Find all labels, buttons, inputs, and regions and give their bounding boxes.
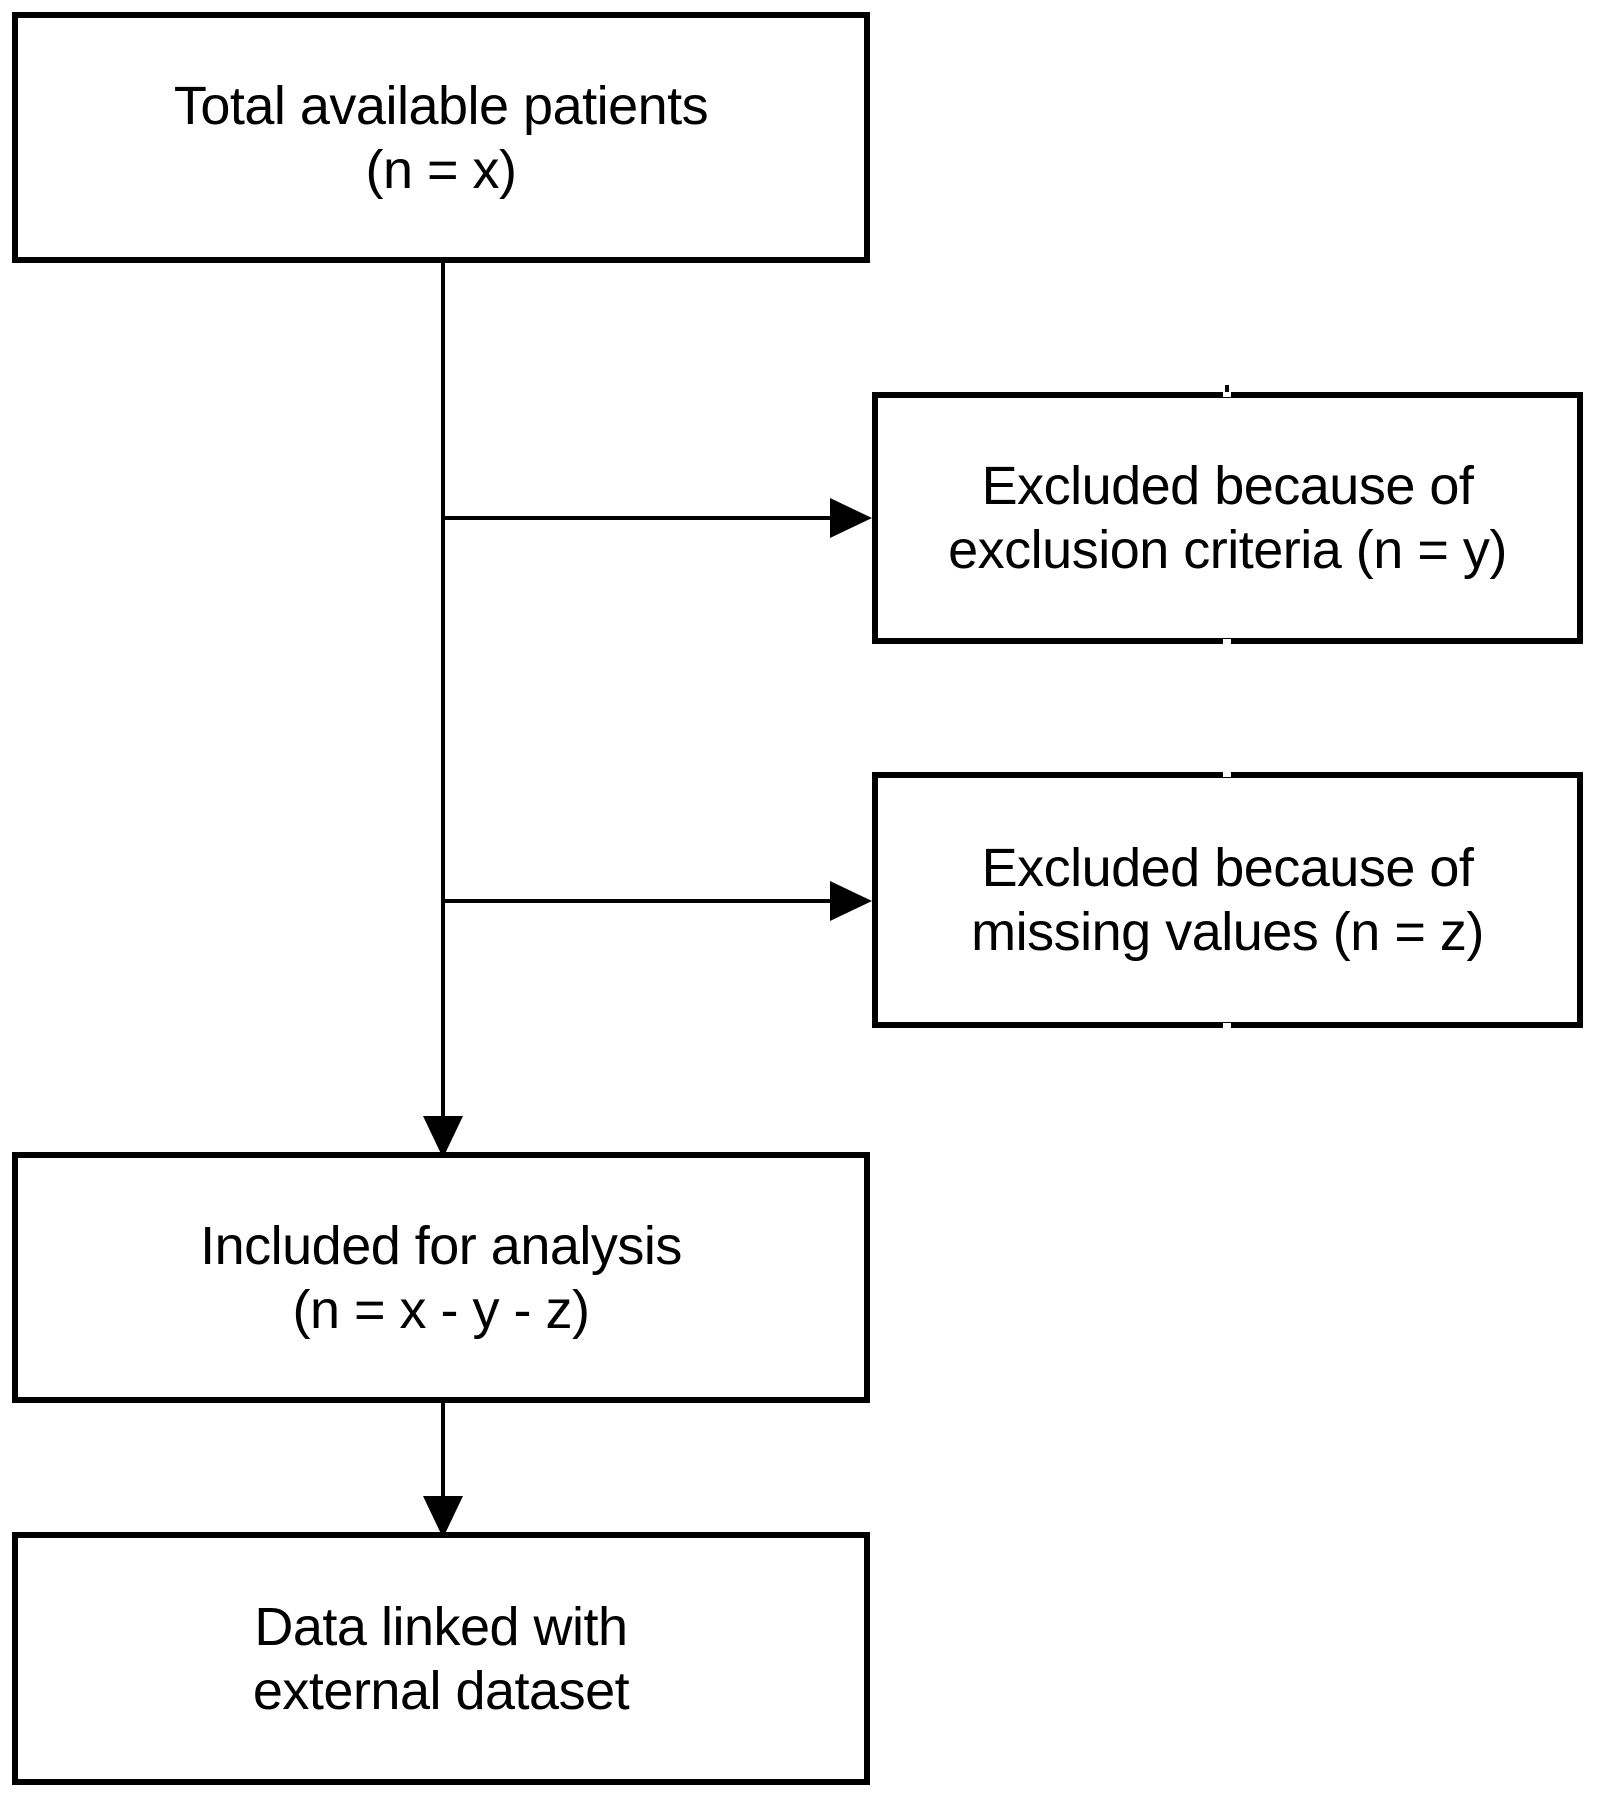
edge-branch-missing-values-line <box>443 899 833 903</box>
node-included-for-analysis: Included for analysis (n = x - y - z) <box>12 1152 870 1403</box>
node-total-available-patients-line1: Total available patients <box>173 75 709 136</box>
edge-total-to-included-line <box>441 263 445 1119</box>
node-included-for-analysis-line2: (n = x - y - z) <box>292 1279 590 1340</box>
border-notch-exclusion-criteria-top <box>1223 392 1231 397</box>
node-data-linked-external-dataset-line2: external dataset <box>252 1660 630 1721</box>
node-excluded-exclusion-criteria: Excluded because of exclusion criteria (… <box>872 392 1583 644</box>
node-total-available-patients: Total available patients (n = x) <box>12 12 870 263</box>
arrowhead-right-into-exclusion-criteria <box>830 498 872 538</box>
node-excluded-exclusion-criteria-line1: Excluded because of <box>981 456 1474 516</box>
node-excluded-missing-values: Excluded because of missing values (n = … <box>872 772 1583 1028</box>
edge-branch-exclusion-criteria-line <box>443 516 833 520</box>
edge-included-to-linked-line <box>441 1403 445 1499</box>
border-notch-missing-values-bottom <box>1223 1023 1231 1028</box>
node-excluded-exclusion-criteria-line2: exclusion criteria (n = y) <box>948 520 1507 580</box>
border-notch-exclusion-criteria-bottom <box>1223 639 1231 644</box>
node-data-linked-external-dataset: Data linked with external dataset <box>12 1532 870 1785</box>
node-excluded-missing-values-line2: missing values (n = z) <box>971 902 1484 962</box>
border-tick-exclusion-criteria-top <box>1225 385 1229 392</box>
arrowhead-down-into-linked <box>423 1496 463 1538</box>
arrowhead-right-into-missing-values <box>830 881 872 921</box>
node-data-linked-external-dataset-line1: Data linked with <box>254 1596 628 1657</box>
node-total-available-patients-line2: (n = x) <box>365 139 517 200</box>
node-excluded-missing-values-line1: Excluded because of <box>981 838 1474 898</box>
node-included-for-analysis-line1: Included for analysis <box>200 1215 682 1276</box>
arrowhead-down-into-included <box>423 1116 463 1158</box>
border-notch-missing-values-top <box>1223 772 1231 777</box>
